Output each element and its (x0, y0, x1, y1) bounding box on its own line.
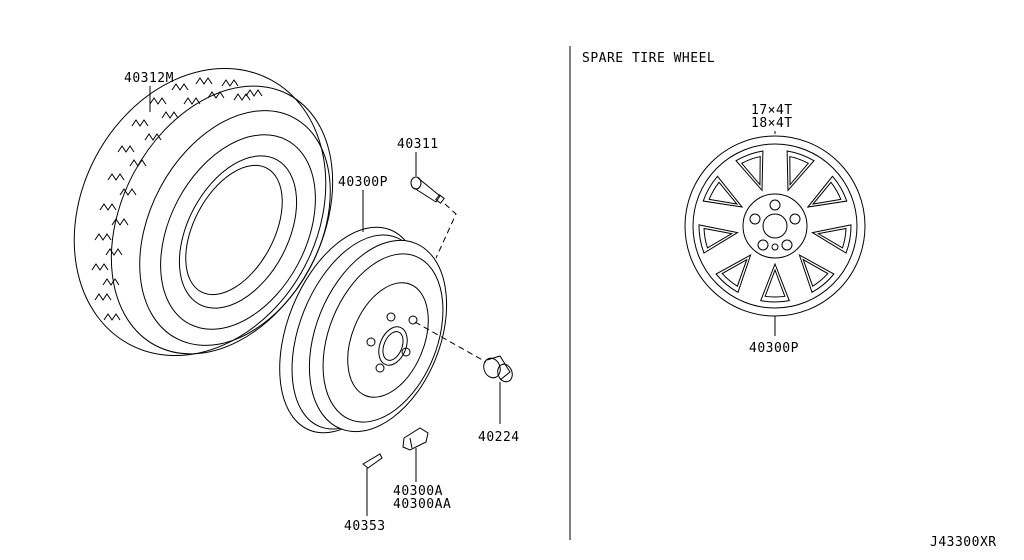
spoke-window (798, 254, 835, 294)
tape-weight-illustration[interactable] (362, 453, 383, 469)
lug-hole-5 (401, 347, 411, 357)
alloy-lug-hole-1 (769, 199, 781, 211)
spoke-window (715, 254, 752, 294)
spoke-window (760, 262, 790, 303)
part-label-tape-weight[interactable]: 40353 (344, 519, 386, 534)
spoke-window (702, 175, 744, 208)
part-label-nut[interactable]: 40224 (478, 430, 520, 445)
spoke-window-inner (740, 155, 761, 186)
alloy-lug-hole-2 (789, 213, 801, 225)
alloy-lug-hole-5 (749, 213, 761, 225)
spoke-window-inner (721, 258, 748, 287)
tire-illustration[interactable] (25, 24, 377, 400)
steel-wheel-illustration[interactable] (252, 207, 473, 454)
spoke-window (786, 150, 815, 192)
lug-hole-1 (386, 312, 396, 322)
spoke-window-inner (816, 227, 847, 249)
spoke-window-inner (703, 227, 734, 249)
part-label-tire[interactable]: 40312M (124, 71, 174, 86)
catalog-code: J43300XR (930, 535, 997, 550)
spoke-window (811, 224, 852, 254)
lug-hole-2 (408, 315, 418, 325)
alloy-lug-hole-4 (757, 239, 769, 251)
section-title: SPARE TIRE WHEEL (582, 51, 715, 66)
lug-hole-3 (366, 337, 376, 347)
part-label-steel-wheel[interactable]: 40300P (338, 175, 388, 190)
valve-illustration[interactable] (410, 176, 445, 204)
spoke-window-inner (802, 258, 829, 287)
part-label-spare-wheel[interactable]: 40300P (749, 341, 799, 356)
part-label-valve[interactable]: 40311 (397, 137, 439, 152)
alloy-valve-hole (771, 243, 779, 251)
nut-position-dashed-line (414, 321, 487, 363)
part-label-balance-weight[interactable]: 40300A (393, 484, 443, 499)
spare-size-17: 17×4T (751, 103, 793, 118)
spoke-window-inner (708, 181, 739, 205)
spoke-window (698, 224, 739, 254)
part-label-balance-weight-alt[interactable]: 40300AA (393, 497, 451, 512)
spoke-window-inner (811, 181, 842, 205)
spoke-window-inner (764, 268, 786, 298)
spoke-window (806, 175, 848, 208)
tire-tread-pattern (91, 77, 263, 321)
spare-size-18: 18×4T (751, 116, 793, 131)
spoke-window-inner (789, 155, 810, 186)
balance-weight-illustration[interactable] (402, 427, 429, 451)
wheel-nut-illustration[interactable] (481, 355, 515, 384)
lug-hole-4 (375, 363, 385, 373)
spoke-window (735, 150, 764, 192)
valve-position-dashed-line (435, 203, 457, 259)
spare-alloy-wheel-illustration[interactable] (684, 135, 866, 317)
alloy-lug-hole-3 (781, 239, 793, 251)
